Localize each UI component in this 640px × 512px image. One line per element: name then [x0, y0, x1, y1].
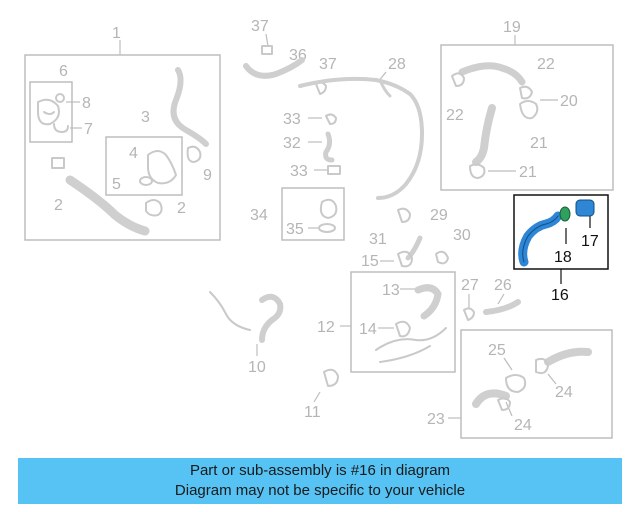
group-23-box [460, 329, 613, 439]
callout-37b: 37 [319, 56, 337, 73]
group-19-box [440, 44, 614, 191]
callout-23: 23 [427, 411, 445, 428]
middle-parts: 29 30 31 15 10 11 [209, 207, 471, 421]
info-banner: Part or sub-assembly is #16 in diagram D… [18, 458, 622, 504]
callout-21b: 21 [519, 164, 537, 181]
callout-14: 14 [359, 321, 377, 338]
coolant-hose-16 [518, 211, 563, 267]
callout-2b: 2 [177, 200, 186, 217]
callout-6: 6 [59, 63, 68, 80]
callout-12: 12 [317, 319, 335, 336]
clamp-18 [559, 206, 571, 222]
callout-7: 7 [84, 121, 93, 138]
callout-20: 20 [560, 93, 578, 110]
callout-25: 25 [488, 342, 506, 359]
callout-33b: 33 [290, 163, 308, 180]
callout-26: 26 [494, 277, 512, 294]
group-6-box [29, 81, 73, 143]
callout-32: 32 [283, 135, 301, 152]
callout-22a: 22 [537, 56, 555, 73]
callout-29: 29 [430, 207, 448, 224]
group-23: 23 25 24 24 [427, 329, 613, 439]
callout-16: 16 [551, 287, 569, 304]
group-12-box [350, 271, 456, 373]
callout-31: 31 [369, 231, 387, 248]
callout-15: 15 [361, 253, 379, 270]
callout-27: 27 [461, 277, 479, 294]
connector-17 [575, 199, 595, 217]
callout-8: 8 [82, 95, 91, 112]
hose-part [65, 175, 150, 236]
callout-10: 10 [248, 359, 266, 376]
callout-34: 34 [250, 207, 268, 224]
thermostat-part [147, 150, 177, 185]
callout-35: 35 [286, 221, 304, 238]
sensor-housing-part [37, 98, 60, 126]
group-34-box [281, 187, 345, 241]
callout-11: 11 [304, 404, 321, 421]
group-1-box [24, 54, 221, 241]
top-center-parts: 37 36 37 28 33 32 33 34 35 [243, 18, 425, 241]
callout-37a: 37 [251, 18, 269, 35]
clip-part [53, 123, 69, 133]
callout-1: 1 [112, 25, 121, 42]
callout-2a: 2 [54, 197, 63, 214]
callout-33a: 33 [283, 111, 301, 128]
callout-28: 28 [388, 56, 406, 73]
parts-26-27: 27 26 [461, 277, 521, 321]
callout-30: 30 [453, 227, 471, 244]
group-12: 12 13 14 [317, 271, 456, 373]
group-3-box [105, 136, 183, 196]
group-16: 16 18 17 [513, 194, 609, 304]
banner-line-2: Diagram may not be specific to your vehi… [174, 482, 466, 499]
callout-9: 9 [203, 167, 212, 184]
callout-4: 4 [129, 145, 138, 162]
callout-17: 17 [581, 233, 599, 250]
callout-24b: 24 [514, 417, 532, 434]
callout-13: 13 [382, 282, 400, 299]
callout-22b: 22 [446, 107, 464, 124]
group-1: 1 6 8 7 3 4 5 2 2 9 [24, 25, 221, 241]
callout-5: 5 [112, 176, 121, 193]
parts-diagram: 1 6 8 7 3 4 5 2 2 9 37 36 37 28 33 32 [24, 18, 614, 439]
group-19: 19 22 20 22 21 21 [440, 19, 614, 191]
callout-21a: 21 [530, 135, 548, 152]
callout-19: 19 [503, 19, 521, 36]
callout-18: 18 [554, 249, 572, 266]
callout-24a: 24 [555, 384, 573, 401]
callout-3: 3 [141, 109, 150, 126]
banner-line-1: Part or sub-assembly is #16 in diagram [189, 462, 451, 479]
